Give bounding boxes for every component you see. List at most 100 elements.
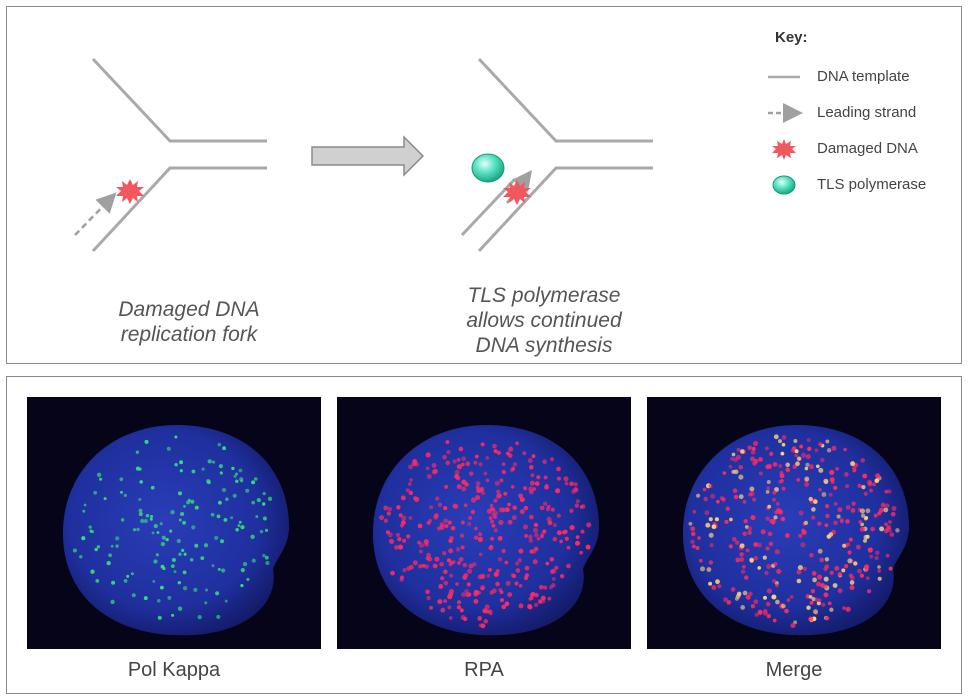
fluorescent-spot [444, 524, 449, 528]
fluorescent-spot [692, 509, 697, 514]
fluorescent-spot [721, 497, 726, 502]
fluorescent-spot [454, 469, 460, 475]
fluorescent-spot [425, 556, 430, 561]
micrograph-panel: Pol Kappa RPA Merge [6, 376, 962, 694]
dna-template-upper [91, 57, 267, 143]
fluorescent-spot [177, 491, 183, 496]
fluorescent-spot [110, 599, 115, 605]
fluorescent-spot [474, 526, 478, 531]
fluorescent-spot [778, 439, 782, 444]
fluorescent-spot [445, 460, 450, 466]
fluorescent-spot [690, 526, 696, 532]
fluorescent-spot [738, 494, 744, 500]
fluorescent-spot [804, 466, 809, 471]
fluorescent-spot [800, 542, 806, 548]
fluorescent-spot [486, 573, 491, 578]
fluorescent-spot [115, 536, 120, 541]
fluorescent-spot [845, 606, 851, 612]
fluorescent-spot [488, 567, 492, 572]
fluorescent-spot [545, 507, 550, 512]
fluorescent-spot [473, 460, 478, 465]
fluorescent-spot [833, 520, 838, 526]
leading-strand-line [460, 177, 517, 237]
fluorescent-spot [826, 448, 832, 453]
fluorescent-spot [143, 596, 148, 601]
fluorescent-spot [739, 543, 745, 549]
fluorescent-spot [805, 462, 810, 467]
fluorescent-spot [151, 531, 155, 535]
fluorescent-spot [200, 556, 205, 560]
key-label-tls-polymerase: TLS polymerase [817, 176, 927, 193]
fluorescent-spot [768, 541, 774, 547]
fluorescent-spot [495, 568, 500, 574]
fluorescent-spot [498, 507, 504, 513]
fluorescent-spot [740, 569, 746, 574]
fluorescent-spot [813, 499, 818, 504]
fluorescent-spot [575, 540, 580, 546]
fluorescent-spot [488, 611, 493, 616]
fluorescent-spot [740, 449, 745, 454]
fluorescent-spot [132, 528, 137, 532]
fluorescent-spot [450, 525, 456, 531]
fluorescent-spot [176, 538, 181, 544]
fluorescent-spot [869, 554, 874, 559]
fluorescent-spot [774, 583, 779, 588]
fluorescent-spot [877, 511, 882, 516]
fluorescent-spot [235, 527, 239, 532]
fluorescent-spot [875, 550, 880, 555]
fluorescent-spot [182, 570, 187, 575]
fluorescent-spot [240, 525, 245, 530]
fluorescent-spot [734, 540, 740, 545]
fluorescent-spot [161, 535, 166, 540]
fluorescent-spot [140, 518, 145, 524]
fluorescent-spot [834, 565, 840, 571]
fluorescent-spot [753, 599, 759, 605]
fluorescent-spot [529, 596, 534, 601]
fluorescent-spot [751, 446, 756, 451]
fluorescent-spot [736, 591, 742, 597]
fluorescent-spot [753, 556, 758, 561]
damaged-replication-fork [74, 57, 267, 253]
fluorescent-spot [533, 602, 539, 608]
fluorescent-spot [563, 476, 569, 482]
fluorescent-spot [569, 508, 574, 513]
fluorescent-spot [804, 476, 810, 482]
fluorescent-spot [794, 449, 799, 454]
fluorescent-spot [831, 445, 837, 451]
fluorescent-spot [460, 615, 466, 620]
fluorescent-spot [219, 471, 223, 475]
fluorescent-spot [824, 523, 829, 528]
fluorescent-spot [784, 608, 789, 614]
fluorescent-spot [749, 558, 754, 563]
pol-kappa-micrograph [27, 397, 321, 649]
fluorescent-spot [708, 560, 714, 565]
fluorescent-spot [559, 574, 565, 579]
fluorescent-spot [431, 463, 437, 468]
fluorescent-spot [798, 510, 804, 516]
fluorescent-spot [138, 498, 142, 501]
fluorescent-spot [747, 526, 753, 532]
fluorescent-spot [493, 571, 499, 577]
fluorescent-spot [501, 604, 507, 610]
fluorescent-spot [440, 576, 445, 581]
fluorescent-spot [440, 607, 446, 613]
fluorescent-spot [747, 530, 752, 535]
caption-line: replication fork [120, 323, 258, 346]
diagram-panel: Damaged DNA replication fork TLS polymer… [6, 6, 962, 364]
fluorescent-spot [781, 435, 787, 440]
fluorescent-spot [814, 448, 819, 453]
fluorescent-spot [216, 614, 221, 619]
fluorescent-spot [547, 520, 553, 526]
fluorescent-spot [463, 572, 469, 578]
fluorescent-spot [728, 544, 733, 549]
fluorescent-spot [386, 511, 392, 516]
fluorescent-spot [426, 520, 431, 525]
fluorescent-spot [191, 525, 196, 530]
fluorescent-spot [408, 482, 412, 486]
fluorescent-spot [111, 580, 116, 585]
fluorescent-spot [396, 505, 401, 510]
fluorescent-spot [523, 505, 529, 511]
fluorescent-spot [808, 464, 814, 470]
fluorescent-spot [723, 597, 729, 603]
fluorescent-spot [231, 466, 235, 471]
